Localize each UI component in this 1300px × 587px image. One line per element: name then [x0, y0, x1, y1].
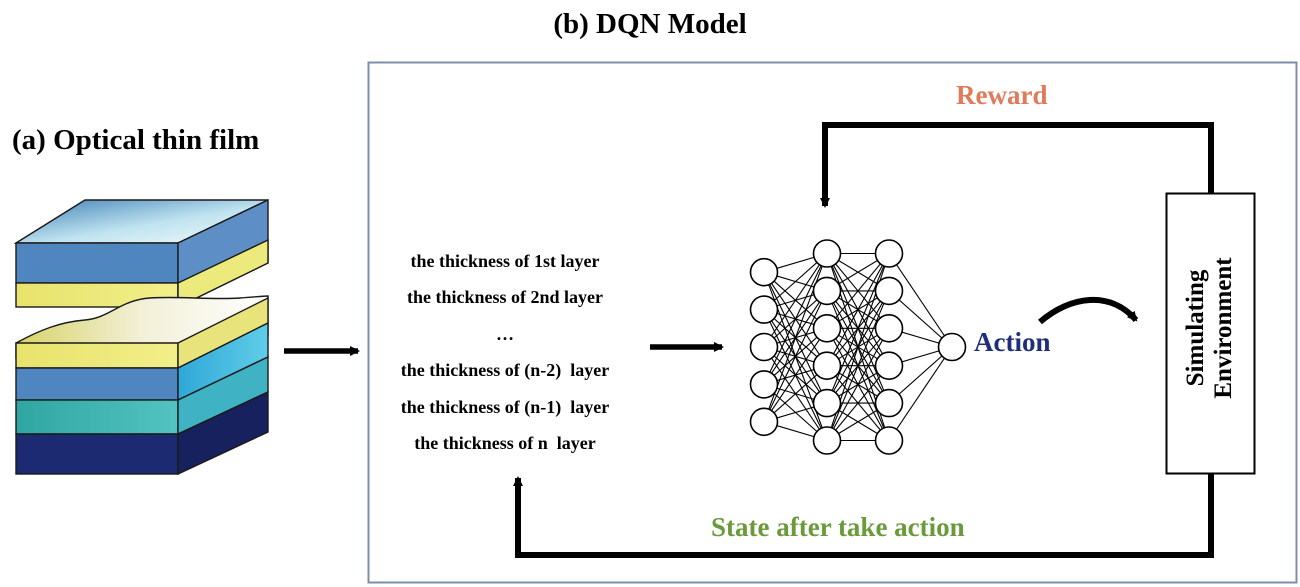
network-neuron-layer-1 — [749, 257, 779, 287]
network-neuron-layer-1 — [749, 407, 779, 437]
network-neuron-layer-3 — [874, 276, 904, 306]
film-layer-blue-lower — [15, 367, 179, 401]
network-connection — [888, 253, 953, 348]
film-layer-teal — [15, 399, 179, 435]
network-neuron-layer-2 — [812, 388, 842, 418]
simulating-environment-box — [1165, 192, 1256, 475]
network-neuron-layer-2 — [812, 239, 842, 268]
environment-label-line1: Simulating — [1182, 269, 1209, 387]
thin-film-stack-illustration — [13, 198, 269, 476]
network-neuron-layer-2 — [812, 276, 842, 306]
state-feedback-label: State after take action — [711, 512, 965, 542]
state-input-ellipsis: … — [496, 323, 514, 344]
network-connection — [763, 253, 828, 385]
network-neuron-layer-1 — [749, 295, 779, 324]
film-layer-blue-top — [15, 242, 179, 284]
action-label: Action — [974, 327, 1051, 357]
simulating-environment-label: Simulating Environment — [1182, 257, 1238, 398]
network-connection — [826, 328, 890, 441]
network-connection — [888, 346, 953, 441]
network-neuron-layer-2 — [812, 313, 842, 343]
network-connection — [826, 253, 890, 404]
network-connection — [763, 253, 828, 348]
film-layer-substrate — [15, 433, 179, 475]
network-neuron-layer-3 — [874, 426, 904, 455]
network-neuron-layer-3 — [874, 388, 904, 418]
network-connections — [763, 252, 953, 442]
network-neuron-layer-3 — [874, 239, 904, 268]
network-neuron-layer-2 — [812, 426, 842, 455]
environment-label-line2: Environment — [1210, 257, 1237, 399]
network-connection — [826, 253, 890, 366]
panel-b-title: (b) DQN Model — [553, 8, 747, 40]
network-neurons — [749, 239, 967, 455]
network-connection — [763, 327, 828, 423]
network-neuron-layer-4 — [937, 332, 967, 362]
film-layer-yellow-lower — [15, 342, 179, 369]
network-connection — [763, 290, 828, 423]
state-input-item: the thickness of (n-1) layer — [400, 396, 610, 417]
state-input-item: the thickness of n layer — [414, 433, 596, 454]
network-connection — [826, 253, 890, 329]
film-side-substrate — [177, 390, 269, 476]
action-arrow — [1038, 296, 1139, 325]
reward-label: Reward — [956, 80, 1048, 110]
network-connection — [826, 290, 890, 441]
panel-a-title: (a) Optical thin film — [12, 124, 260, 156]
network-neuron-layer-2 — [812, 351, 842, 381]
state-input-item: the thickness of (n-2) layer — [400, 360, 610, 381]
state-input-list: the thickness of 1st layer the thickness… — [365, 243, 645, 461]
state-input-item: the thickness of 2nd layer — [406, 287, 603, 308]
dqn-panel-frame — [367, 61, 1298, 584]
state-input-item: the thickness of 1st layer — [410, 251, 600, 271]
network-connection — [826, 365, 890, 441]
network-neuron-layer-3 — [874, 351, 904, 381]
network-neuron-layer-3 — [874, 313, 904, 343]
state-feedback-arrow — [513, 474, 1214, 558]
network-neuron-layer-1 — [749, 332, 779, 362]
network-neuron-layer-1 — [749, 370, 779, 399]
reward-feedback-arrow — [820, 122, 1214, 208]
